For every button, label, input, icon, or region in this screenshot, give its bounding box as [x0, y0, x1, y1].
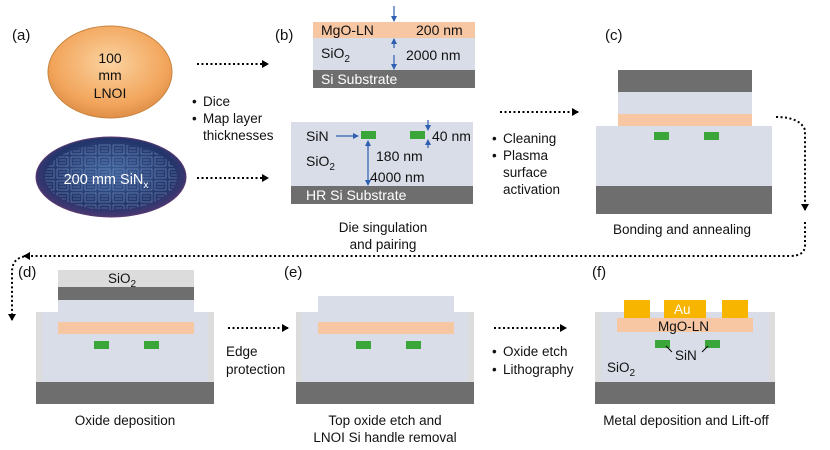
edge-step-line1: Edge: [226, 344, 258, 359]
svg-text:SiO2: SiO2: [108, 271, 137, 290]
sin-waveguide: [361, 131, 376, 139]
sio2-label-d: SiO: [108, 271, 131, 286]
metal-deposition-stack: Au MgO-LN SiN SiO2: [595, 300, 775, 404]
svg-text:•: •: [192, 94, 197, 109]
si-substrate-label: Si Substrate: [321, 71, 397, 87]
dice-step-list: • Dice • Map layer thicknesses: [192, 94, 274, 143]
sin-stack: SiN 40 nm SiO2 180 nm 4000 nm HR Si Subs…: [291, 120, 473, 204]
sin-wafer: 200 mm SiNx: [35, 136, 187, 218]
edge-step-line2: protection: [226, 362, 285, 377]
panel-label-e: (e): [284, 264, 302, 281]
svg-text:•: •: [492, 362, 497, 377]
clean-step-list: • Cleaning • Plasma surface activation: [492, 131, 560, 197]
arrow-c-to-d: [8, 222, 806, 321]
dice-step-1: Dice: [203, 94, 230, 109]
sio2-top-thickness-label: 2000 nm: [406, 47, 460, 63]
sin-depth-label: 180 nm: [376, 148, 423, 164]
bonded-stack-c: [596, 70, 772, 214]
clean-step-2: Plasma: [503, 148, 549, 163]
sin-waveguide: [144, 341, 159, 349]
svg-text:SiO2: SiO2: [306, 153, 335, 173]
hr-si-substrate-label: HR Si Substrate: [306, 187, 407, 203]
au-electrode: [664, 300, 706, 318]
mgoln-thickness-label: 200 nm: [416, 22, 463, 38]
caption-c: Bonding and annealing: [613, 222, 751, 237]
sin-waveguide: [705, 340, 720, 348]
mgoln-label-f: MgO-LN: [658, 319, 709, 334]
sin-label-f: SiN: [675, 348, 697, 363]
dice-step-2: Map layer: [203, 111, 263, 126]
caption-e-line1: Top oxide etch and: [328, 413, 441, 428]
caption-d: Oxide deposition: [75, 413, 176, 428]
sin-waveguide: [704, 132, 719, 140]
sin-label-b: SiN: [306, 128, 329, 144]
dice-step-2-cont: thicknesses: [203, 128, 274, 143]
svg-text:SiO2: SiO2: [321, 45, 350, 65]
sin-waveguide: [356, 341, 371, 349]
au-label: Au: [674, 302, 691, 317]
lnoi-stack: MgO-LN 200 nm SiO2 2000 nm Si Substrate: [313, 6, 475, 88]
panel-label-a: (a): [12, 27, 30, 44]
caption-b-line2: and pairing: [350, 237, 417, 252]
svg-text:200 mm SiNx: 200 mm SiNx: [64, 172, 149, 191]
mgoln-label-b: MgO-LN: [321, 22, 374, 38]
svg-text:•: •: [192, 111, 197, 126]
clean-step-2-cont1: surface: [503, 165, 547, 180]
caption-e-line2: LNOI Si handle removal: [313, 430, 456, 445]
clean-step-2-cont2: activation: [503, 182, 560, 197]
caption-b-line1: Die singulation: [339, 220, 428, 235]
sio2-label-f: SiO: [607, 360, 630, 375]
sin-wafer-subscript: x: [143, 180, 148, 191]
svg-text:•: •: [492, 344, 497, 359]
oxide-etch-step-2: Lithography: [503, 362, 574, 377]
au-electrode: [624, 300, 650, 318]
sin-waveguide: [410, 131, 425, 139]
sin-thickness-label: 40 nm: [432, 128, 471, 144]
panel-label-f: (f): [592, 264, 606, 281]
sin-waveguide: [654, 132, 669, 140]
sin-wafer-label: 200 mm SiN: [64, 172, 144, 188]
panel-label-d: (d): [18, 264, 36, 281]
svg-text:SiO2: SiO2: [607, 360, 636, 379]
clean-step-1: Cleaning: [503, 131, 556, 146]
sio2-label-b-bottom: SiO: [306, 153, 329, 169]
panel-label-c: (c): [605, 27, 623, 44]
sin-waveguide: [655, 340, 670, 348]
svg-text:•: •: [492, 148, 497, 163]
lnoi-wafer-size: 100: [98, 50, 122, 66]
sin-waveguide: [406, 341, 421, 349]
oxide-etch-step-1: Oxide etch: [503, 344, 568, 359]
oxide-deposition-stack: SiO2: [36, 270, 214, 404]
sio2-label-b-top: SiO: [321, 45, 344, 61]
sio2-bottom-thickness-label: 4000 nm: [370, 169, 424, 185]
svg-text:•: •: [492, 131, 497, 146]
sin-waveguide: [94, 341, 109, 349]
lnoi-wafer: 100 mm LNOI: [47, 25, 173, 119]
handle-removed-stack: [296, 296, 474, 404]
arrow-c-down: [775, 116, 809, 211]
lnoi-wafer-type: LNOI: [94, 85, 127, 101]
panel-label-b: (b): [275, 27, 293, 44]
au-electrode: [722, 300, 748, 318]
caption-f: Metal deposition and Lift-off: [603, 413, 769, 428]
lnoi-wafer-unit: mm: [98, 67, 121, 83]
